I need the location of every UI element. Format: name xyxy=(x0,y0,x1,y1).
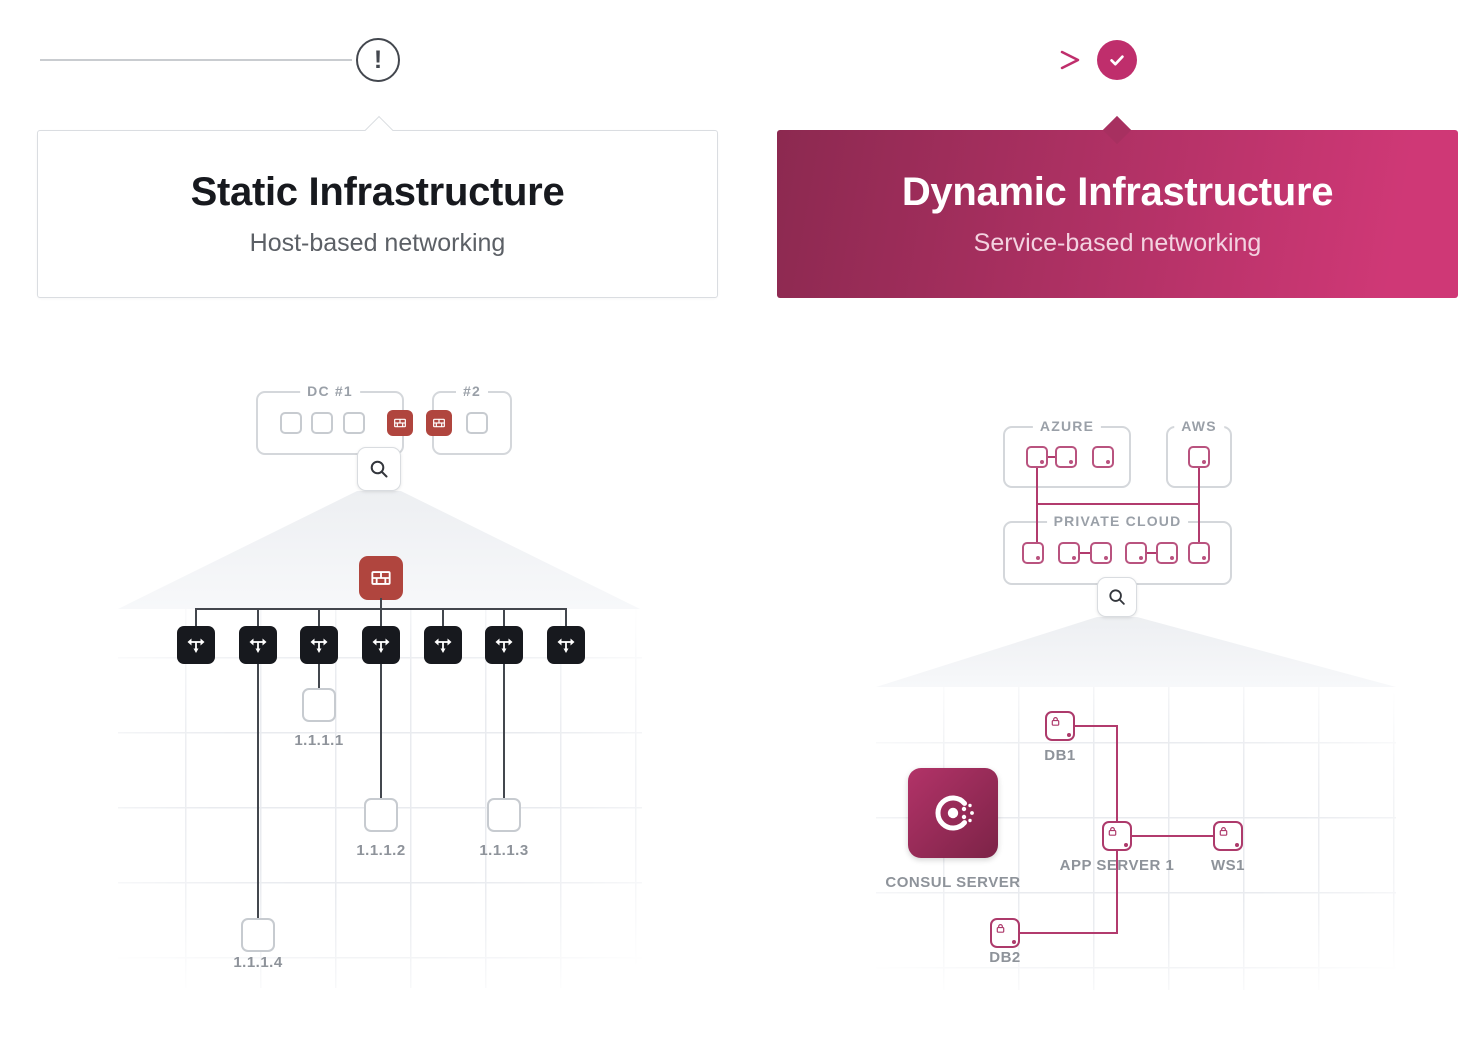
service-icon xyxy=(1092,446,1114,468)
host-endpoint xyxy=(364,798,398,832)
switch-icon xyxy=(239,626,277,664)
node-label: APP SERVER 1 xyxy=(1059,857,1175,874)
connector-line xyxy=(1075,725,1117,727)
progress-line-left xyxy=(40,59,352,61)
switch-icon xyxy=(300,626,338,664)
aws-label: AWS xyxy=(1174,418,1224,434)
host-endpoint xyxy=(302,688,336,722)
switch-icon xyxy=(485,626,523,664)
service-node-ws1 xyxy=(1213,821,1243,851)
host-icon xyxy=(466,412,488,434)
connector-line xyxy=(503,610,505,626)
node-label: WS1 xyxy=(1210,857,1246,874)
connector-line xyxy=(380,610,382,626)
lock-icon xyxy=(1051,717,1060,726)
node-label: DB2 xyxy=(989,949,1021,966)
connector-line xyxy=(1116,851,1118,934)
host-endpoint xyxy=(241,918,275,952)
progress-arrow xyxy=(402,50,1080,70)
consul-server-label: CONSUL SERVER xyxy=(885,874,1021,891)
dynamic-card-title: Dynamic Infrastructure xyxy=(901,170,1334,214)
dynamic-card-subtitle: Service-based networking xyxy=(973,229,1262,257)
service-node-app-server-1 xyxy=(1102,821,1132,851)
ip-label: 1.1.1.1 xyxy=(294,732,344,749)
connector-line xyxy=(442,610,444,626)
host-icon xyxy=(280,412,302,434)
firewall-icon xyxy=(426,410,452,436)
service-node-db2 xyxy=(990,918,1020,948)
connector-line xyxy=(503,664,505,798)
switch-bus-line xyxy=(195,608,567,610)
checkmark-glyph xyxy=(1110,55,1124,66)
dc2-label: #2 xyxy=(456,383,488,399)
zoom-funnel xyxy=(876,617,1396,687)
connector-line xyxy=(380,664,382,798)
connector-line xyxy=(565,610,567,626)
magnifier-icon xyxy=(357,447,401,491)
static-infrastructure-card: Static Infrastructure Host-based network… xyxy=(37,115,718,298)
connector-line xyxy=(318,664,320,688)
service-icon xyxy=(1188,542,1210,564)
static-card-subtitle: Host-based networking xyxy=(249,229,506,257)
host-icon xyxy=(343,412,365,434)
connector-line xyxy=(380,598,382,608)
service-icon xyxy=(1125,542,1147,564)
connector-line xyxy=(1036,468,1038,542)
service-icon xyxy=(1156,542,1178,564)
azure-box: AZURE xyxy=(1003,418,1131,488)
connector-line xyxy=(1116,725,1118,821)
service-icon xyxy=(1188,446,1210,468)
service-node-db1 xyxy=(1045,711,1075,741)
azure-label: AZURE xyxy=(1032,418,1102,434)
lock-icon xyxy=(996,924,1005,933)
connector-line xyxy=(1147,552,1156,554)
host-endpoint xyxy=(487,798,521,832)
service-icon xyxy=(1090,542,1112,564)
dc1-label: DC #1 xyxy=(300,383,360,399)
consul-logo xyxy=(908,768,998,858)
connector-line xyxy=(257,610,259,626)
switch-icon xyxy=(547,626,585,664)
service-icon xyxy=(1022,542,1044,564)
switch-icon xyxy=(177,626,215,664)
switch-icon xyxy=(362,626,400,664)
connector-line xyxy=(1198,468,1200,542)
lock-icon xyxy=(1219,827,1228,836)
connector-line xyxy=(318,610,320,626)
ip-label: 1.1.1.2 xyxy=(356,842,406,859)
connector-line xyxy=(195,610,197,626)
warning-icon: ! xyxy=(356,38,400,82)
connector-line xyxy=(1048,456,1055,458)
dynamic-infrastructure-card: Dynamic Infrastructure Service-based net… xyxy=(777,115,1458,298)
ip-label: 1.1.1.3 xyxy=(479,842,529,859)
lock-icon xyxy=(1108,827,1117,836)
service-icon xyxy=(1026,446,1048,468)
connector-line xyxy=(1036,503,1200,505)
firewall-icon xyxy=(387,410,413,436)
warning-glyph: ! xyxy=(373,45,383,74)
dc1-box: DC #1 xyxy=(256,383,404,455)
connector-line xyxy=(257,664,259,918)
node-label: DB1 xyxy=(1044,747,1076,764)
host-icon xyxy=(311,412,333,434)
check-icon xyxy=(1097,40,1137,80)
magnifier-icon xyxy=(1097,577,1137,617)
connector-line xyxy=(1080,552,1090,554)
arrowhead-icon xyxy=(1060,50,1080,70)
static-card-title: Static Infrastructure xyxy=(190,170,565,214)
switch-icon xyxy=(424,626,462,664)
connector-line xyxy=(1020,932,1117,934)
connector-line xyxy=(1132,835,1213,837)
ip-label: 1.1.1.4 xyxy=(233,954,283,971)
service-icon xyxy=(1058,542,1080,564)
service-icon xyxy=(1055,446,1077,468)
private-cloud-label: PRIVATE CLOUD xyxy=(1046,513,1189,529)
firewall-icon xyxy=(359,556,403,600)
